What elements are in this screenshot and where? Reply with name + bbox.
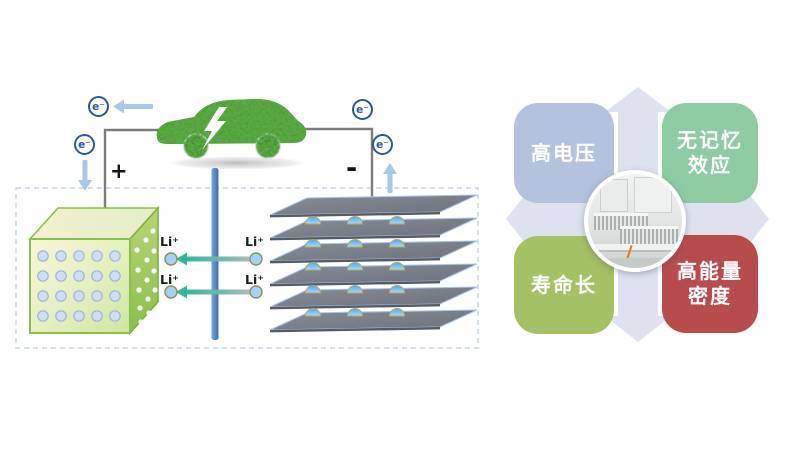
photo-battery-cells-row [620, 226, 678, 245]
battery-factory-photo [584, 170, 686, 272]
cathode-plate [269, 309, 478, 333]
photo-conveyor-rail [588, 244, 682, 252]
car-shadow [165, 156, 309, 170]
ev-car-icon [156, 99, 307, 159]
li-ion-label: Li⁺ [245, 272, 264, 287]
li-ion-arrow-row2 [176, 285, 252, 299]
advantage-label-line2: 密度 [688, 284, 732, 308]
cathode-plate [269, 194, 478, 218]
separator-bar [211, 168, 219, 340]
electron-label: e⁻ [78, 138, 91, 151]
electron-arrow-left-top [113, 99, 153, 114]
photo-floor [588, 258, 682, 268]
cathode-plate [269, 240, 478, 264]
advantage-label: 高电压 [531, 140, 597, 165]
advantage-label-line2: 效应 [688, 153, 732, 177]
li-ion-label: Li⁺ [160, 272, 179, 287]
advantage-label-line1: 高能量 [677, 259, 743, 283]
electron-flow-arrows [78, 99, 397, 193]
photo-panel [634, 177, 672, 213]
li-ion-label: Li⁺ [245, 234, 264, 249]
negative-terminal-label: - [346, 153, 358, 184]
li-site-dots [37, 250, 121, 322]
cathode-plate [269, 263, 478, 287]
li-ion-label: Li⁺ [160, 234, 179, 249]
cathode-layers [269, 194, 478, 333]
electron-badge-top-left: e⁻ [88, 96, 109, 117]
electron-badge-right: e⁻ [372, 134, 393, 155]
lightning-bolt-icon [202, 107, 227, 150]
advantages-panel: 高电压 无记忆 效应 寿命长 高能量 密度 [495, 85, 794, 375]
advantage-card-no-memory-effect: 无记忆 效应 [662, 103, 758, 203]
anode-cube [28, 205, 160, 336]
electron-badge-left: e⁻ [74, 134, 95, 155]
electron-arrow-up [383, 163, 397, 193]
advantage-card-long-life: 寿命长 [514, 236, 614, 334]
electron-label: e⁻ [92, 100, 105, 113]
wire-left [103, 128, 160, 211]
li-ion-particles [164, 252, 263, 299]
photo-panel [600, 179, 628, 212]
electron-label: e⁻ [356, 103, 369, 116]
wire-right [300, 127, 374, 197]
li-ion-arrow-row1 [176, 252, 252, 266]
advantage-label-line1: 无记忆 [677, 128, 743, 152]
electron-badge-top-right: e⁻ [352, 99, 373, 120]
electron-label: e⁻ [376, 138, 389, 151]
intercalated-ions [304, 216, 406, 317]
cathode-plate [269, 286, 478, 310]
electron-arrow-down [78, 160, 92, 191]
positive-terminal-label: + [110, 159, 128, 183]
battery-cell-boundary [15, 187, 479, 349]
photo-battery-cells-row [594, 213, 648, 230]
battery-diagram [15, 99, 479, 349]
cathode-plate [269, 217, 478, 241]
advantage-label: 寿命长 [531, 272, 597, 297]
cube-side-dots [134, 228, 158, 325]
